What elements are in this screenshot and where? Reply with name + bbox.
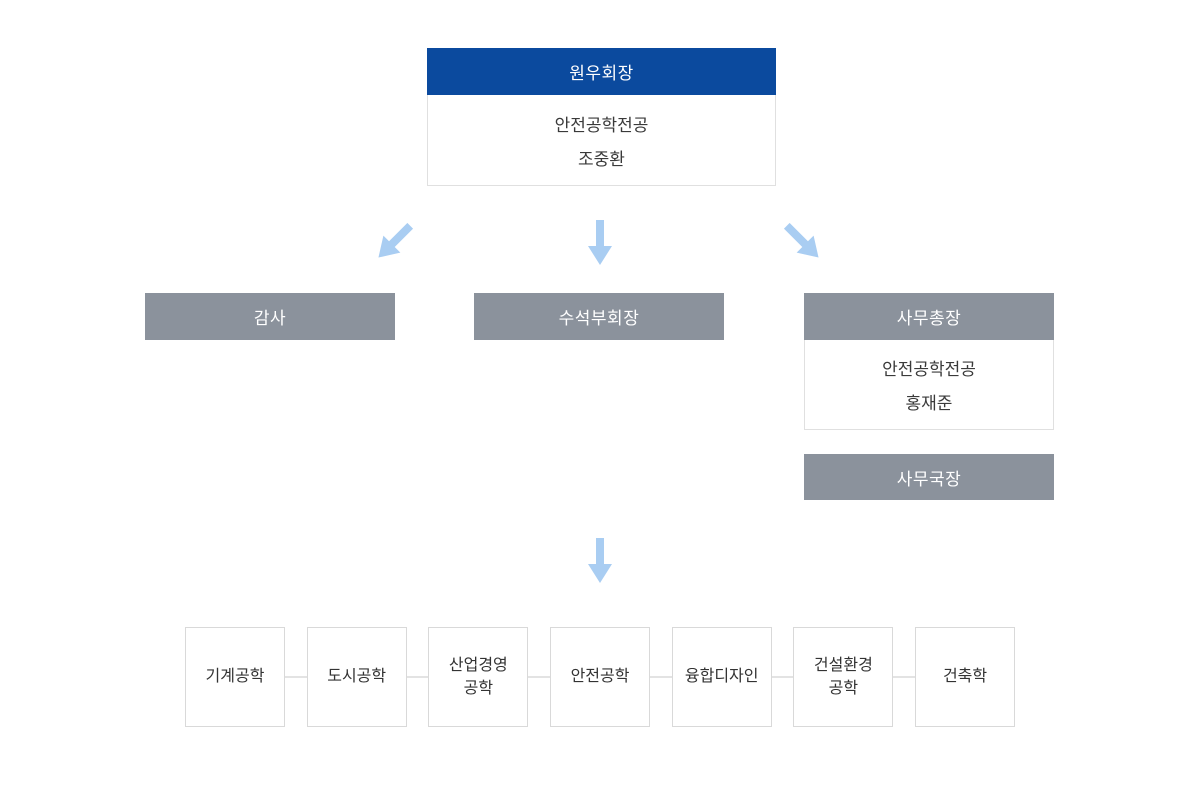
dept-box-industrial-management: 산업경영 공학 — [428, 627, 529, 727]
down-arrow-icon — [587, 538, 613, 584]
connector-line — [528, 676, 551, 678]
dept-box-convergence-design: 융합디자인 — [671, 627, 772, 727]
down-left-arrow-icon — [369, 217, 420, 268]
audit-box: 감사 — [145, 293, 395, 340]
root-box-person: 조중환 — [578, 149, 625, 169]
down-right-arrow-icon — [778, 217, 829, 268]
root-box: 원우회장 안전공학전공 조중환 — [427, 48, 776, 186]
dept-box-civil-environmental: 건설환경 공학 — [793, 627, 894, 727]
secretary-general-body: 안전공학전공 홍재준 — [804, 340, 1054, 430]
connector-line — [406, 676, 429, 678]
secretary-general-title: 사무총장 — [804, 293, 1054, 340]
root-box-body: 안전공학전공 조중환 — [427, 95, 776, 186]
vice-president-box: 수석부회장 — [474, 293, 724, 340]
connector-line — [650, 676, 672, 678]
secretary-general-person: 홍재준 — [905, 394, 953, 413]
secretary-general-box: 사무총장 안전공학전공 홍재준 — [804, 293, 1054, 430]
dept-box-mechanical: 기계공학 — [185, 627, 285, 727]
dept-box-safety: 안전공학 — [550, 627, 651, 727]
connector-line — [285, 676, 307, 678]
connector-line — [893, 676, 916, 678]
dept-box-urban: 도시공학 — [306, 627, 407, 727]
secretary-office-box: 사무국장 — [804, 454, 1054, 500]
departments-row: 기계공학 도시공학 산업경영 공학 안전공학 융합디자인 건설환경 공학 건축학 — [185, 627, 1016, 727]
secretary-general-dept: 안전공학전공 — [882, 360, 976, 379]
connector-line — [771, 676, 794, 678]
down-arrow-icon — [587, 220, 613, 266]
dept-box-architecture: 건축학 — [915, 627, 1016, 727]
root-box-dept: 안전공학전공 — [554, 115, 649, 135]
root-box-title: 원우회장 — [427, 48, 776, 95]
